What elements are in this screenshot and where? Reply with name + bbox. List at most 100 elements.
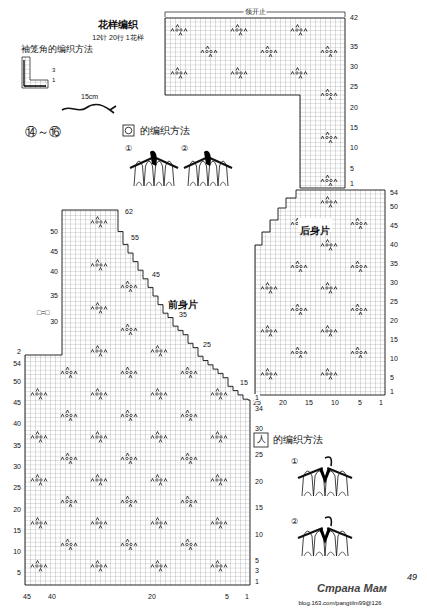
chart-label: 49 bbox=[406, 573, 418, 582]
lace-motif bbox=[61, 410, 77, 421]
lace-motif bbox=[351, 218, 367, 229]
chart-label: 20 bbox=[12, 506, 22, 513]
lace-motif bbox=[91, 346, 107, 357]
chart-label: 1 bbox=[254, 578, 260, 585]
chart-label: 35 bbox=[389, 260, 399, 267]
piece-name: 后身片 bbox=[300, 226, 330, 236]
corner-chart bbox=[22, 57, 48, 88]
lace-motif bbox=[231, 68, 247, 79]
lace-motif bbox=[321, 197, 337, 208]
chart-label: 20 bbox=[349, 104, 359, 111]
lace-motif bbox=[261, 326, 277, 337]
lace-motif bbox=[91, 217, 107, 228]
chart-label: 34 bbox=[254, 405, 264, 412]
chart-label: 35 bbox=[178, 311, 188, 318]
chart-label: 20 bbox=[254, 478, 264, 485]
lace-motif bbox=[91, 475, 107, 486]
lace-motif bbox=[151, 346, 167, 357]
lace-motif bbox=[61, 539, 77, 550]
chart-label: 15 bbox=[389, 336, 399, 343]
lace-motif bbox=[151, 475, 167, 486]
chart-label: 40 bbox=[389, 241, 399, 248]
lace-motif bbox=[181, 496, 197, 507]
stitch-illustration bbox=[298, 517, 352, 556]
lace-motif bbox=[151, 561, 167, 572]
chart-label: 10 bbox=[389, 355, 399, 362]
chart-label: 5 bbox=[254, 557, 260, 564]
chart-label: 2 bbox=[16, 348, 22, 355]
chart-label: 50 bbox=[389, 203, 399, 210]
chart-label: 20 bbox=[389, 317, 399, 324]
chart-label: 45 bbox=[389, 222, 399, 229]
chart-label: 45 bbox=[49, 248, 59, 255]
chart-label: 15cm bbox=[80, 93, 99, 100]
chart-label: 40 bbox=[47, 593, 57, 600]
chart-label: 45 bbox=[151, 271, 161, 278]
lace-motif bbox=[121, 410, 137, 421]
chart-label: 1 bbox=[349, 180, 355, 187]
chart-label: 50 bbox=[12, 378, 22, 385]
lace-motif bbox=[321, 175, 337, 186]
chart-label: 15 bbox=[304, 399, 314, 406]
lace-motif bbox=[181, 539, 197, 550]
lace-motif bbox=[171, 68, 187, 79]
chart-label: blog.163.com/pangtilm99@126 bbox=[297, 600, 382, 606]
chart-label: 40 bbox=[12, 420, 22, 427]
lace-motif bbox=[121, 367, 137, 378]
chart-label: 25 bbox=[349, 83, 359, 90]
chart-label: 12针 20行 1花样 bbox=[91, 34, 144, 41]
stitch-illustration bbox=[184, 151, 232, 186]
chart-label: 25 bbox=[254, 451, 264, 458]
chart-label: 30 bbox=[12, 463, 22, 470]
chart-label: 1 bbox=[244, 593, 250, 600]
chart-label: 30 bbox=[49, 318, 59, 325]
lace-motif bbox=[321, 89, 337, 100]
chart-label: ⑭～⑯ bbox=[24, 126, 62, 138]
lace-motif bbox=[91, 561, 107, 572]
lace-motif bbox=[121, 539, 137, 550]
chart-label: 5 bbox=[389, 374, 395, 381]
chart-label: 30 bbox=[389, 279, 399, 286]
chart-label: 人 bbox=[256, 435, 267, 444]
chart-label: 5 bbox=[224, 593, 230, 600]
chart-label: 55 bbox=[130, 234, 140, 241]
chart-label: 1 bbox=[254, 394, 260, 401]
lace-motif bbox=[31, 475, 47, 486]
chart-label: 25 bbox=[389, 298, 399, 305]
chart-label: 30 bbox=[254, 425, 264, 432]
chart-label: 3 bbox=[51, 67, 56, 73]
lace-motif bbox=[291, 347, 307, 358]
lace-motif bbox=[211, 475, 227, 486]
chart-label: ② bbox=[290, 518, 299, 526]
chart-label: 20 bbox=[278, 399, 288, 406]
lace-motif bbox=[121, 453, 137, 464]
chart-label: 25 bbox=[12, 484, 22, 491]
lace-motif bbox=[91, 518, 107, 529]
chart-label: ① bbox=[290, 458, 299, 466]
lace-motif bbox=[291, 25, 307, 36]
cord-drawing bbox=[62, 104, 116, 113]
lace-motif bbox=[31, 389, 47, 400]
lace-motif bbox=[211, 518, 227, 529]
lace-motif bbox=[61, 453, 77, 464]
lace-motif bbox=[291, 68, 307, 79]
chart-label: ① bbox=[124, 145, 133, 153]
yarn-over-symbol bbox=[123, 125, 134, 136]
lace-motif bbox=[91, 303, 107, 314]
chart-title: 花样编织 bbox=[97, 20, 139, 30]
chart-label: 25 bbox=[202, 341, 212, 348]
lace-motif bbox=[351, 347, 367, 358]
lace-motif bbox=[291, 261, 307, 272]
chart-label: 10 bbox=[12, 548, 22, 555]
chart-grid bbox=[25, 210, 250, 585]
lace-motif bbox=[321, 283, 337, 294]
chart-grid bbox=[255, 190, 385, 395]
chart-label: 35 bbox=[12, 442, 22, 449]
lace-motif bbox=[261, 369, 277, 380]
lace-motif bbox=[151, 432, 167, 443]
chart-label: 5 bbox=[357, 399, 363, 406]
chart-label: 10 bbox=[254, 531, 264, 538]
lace-motif bbox=[211, 432, 227, 443]
piece-label: 前身片 bbox=[166, 292, 200, 306]
chart-label: □=□ bbox=[36, 309, 51, 316]
